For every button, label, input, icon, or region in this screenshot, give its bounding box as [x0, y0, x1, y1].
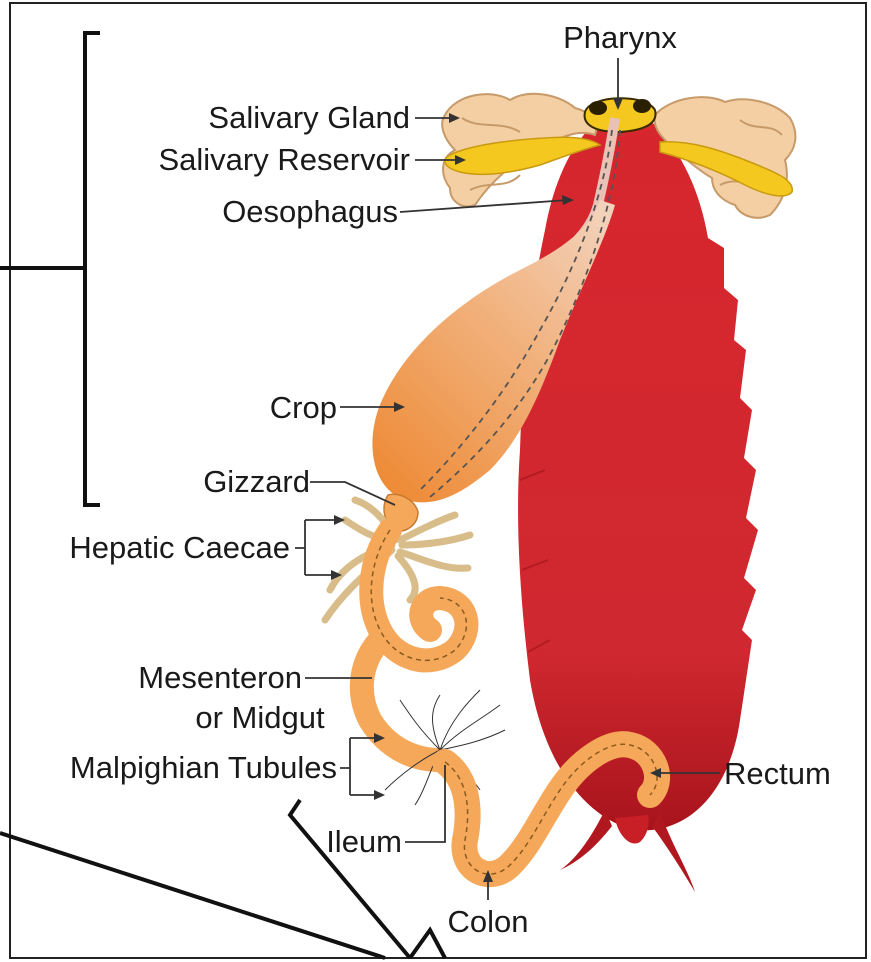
- label-mesenteron: Mesenteron: [138, 660, 302, 695]
- label-gizzard: Gizzard: [203, 464, 310, 499]
- label-salivary-gland: Salivary Gland: [208, 100, 410, 135]
- left-cercus: [560, 810, 612, 870]
- body: [518, 112, 758, 892]
- label-oesophagus: Oesophagus: [222, 194, 398, 229]
- label-malpighian-tubules: Malpighian Tubules: [70, 750, 337, 785]
- label-salivary-reservoir: Salivary Reservoir: [158, 142, 410, 177]
- label-colon: Colon: [448, 904, 529, 939]
- label-pharynx: Pharynx: [563, 20, 677, 55]
- label-crop: Crop: [270, 390, 337, 425]
- label-rectum: Rectum: [724, 756, 831, 791]
- label-midgut: or Midgut: [195, 700, 325, 735]
- left-eye: [589, 101, 607, 115]
- right-eye: [633, 99, 651, 113]
- foregut-bracket: [73, 33, 100, 505]
- label-ileum: Ileum: [326, 824, 402, 859]
- label-hepatic-caecae: Hepatic Caecae: [69, 530, 290, 565]
